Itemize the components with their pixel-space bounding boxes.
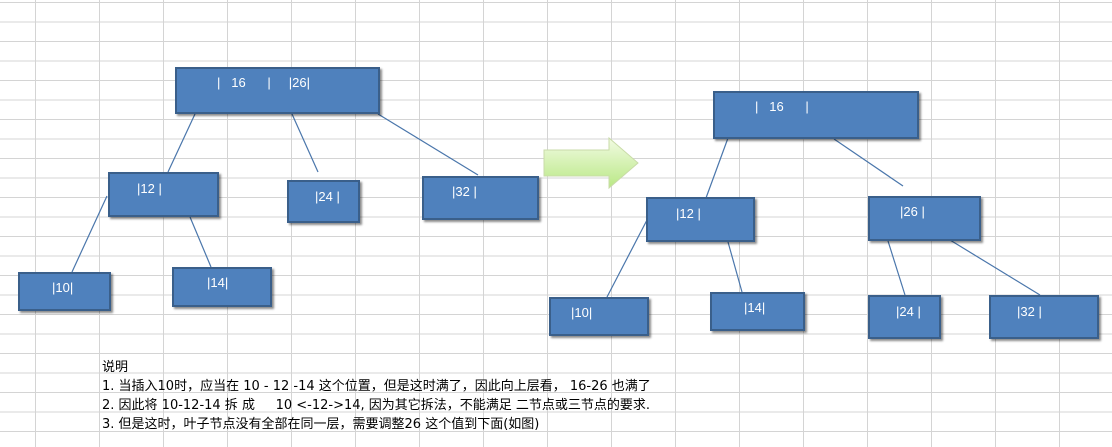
left-root-label: | 16 | |26| xyxy=(217,75,310,90)
edge-left-root-12 xyxy=(167,113,196,173)
right-root-node: | 16 | xyxy=(713,91,919,139)
left-node-12-label: |12 | xyxy=(137,181,162,196)
right-root-label: | 16 | xyxy=(755,99,809,114)
left-node-32-label: |32 | xyxy=(452,184,477,199)
right-node-10-label: |10| xyxy=(571,305,593,320)
left-node-10: |10| xyxy=(18,272,111,311)
right-node-12: |12 | xyxy=(646,197,755,242)
transition-arrow-icon xyxy=(543,136,639,190)
edge-left-root-32 xyxy=(377,113,479,176)
right-node-14: |14| xyxy=(710,292,805,331)
right-node-26: |26 | xyxy=(868,196,981,241)
edge-left-12-14 xyxy=(189,216,212,268)
edge-right-12-10 xyxy=(606,219,648,298)
left-root-node: | 16 | |26| xyxy=(175,67,380,114)
left-node-14: |14| xyxy=(172,267,272,307)
edge-right-root-26 xyxy=(833,138,904,187)
edge-right-12-14 xyxy=(727,241,743,293)
notes-line-1: 1. 当插入10时，应当在 10 - 12 -14 这个位置，但是这时满了，因此… xyxy=(102,379,651,394)
left-node-10-label: |10| xyxy=(52,280,74,295)
right-node-32-label: |32 | xyxy=(1017,304,1042,319)
notes-line-3: 3. 但是这时，叶子节点没有全部在同一层，需要调整26 这个值到下面(如图) xyxy=(102,417,540,432)
left-node-24-label: |24 | xyxy=(315,189,340,204)
left-node-24: |24 | xyxy=(287,180,360,223)
edge-right-root-12 xyxy=(705,137,729,199)
right-node-12-label: |12 | xyxy=(676,206,701,221)
right-node-10: |10| xyxy=(549,297,649,336)
left-node-32: |32 | xyxy=(422,176,539,220)
left-node-12: |12 | xyxy=(108,172,219,217)
right-node-26-label: |26 | xyxy=(900,204,925,219)
right-node-24: |24 | xyxy=(868,295,941,339)
notes-title: 说明 xyxy=(102,360,129,375)
right-node-14-label: |14| xyxy=(744,300,766,315)
right-node-24-label: |24 | xyxy=(896,304,921,319)
right-node-32: |32 | xyxy=(989,295,1099,339)
edge-left-root-24 xyxy=(291,113,319,173)
edge-left-12-10 xyxy=(71,195,108,273)
edge-right-26-24 xyxy=(887,240,906,296)
left-node-14-label: |14| xyxy=(207,275,229,290)
edge-right-26-32 xyxy=(949,239,1041,296)
explanation-notes: 说明 1. 当插入10时，应当在 10 - 12 -14 这个位置，但是这时满了… xyxy=(102,358,651,434)
notes-line-2: 2. 因此将 10-12-14 拆 成 10 <-12->14, 因为其它拆法，… xyxy=(102,398,651,413)
